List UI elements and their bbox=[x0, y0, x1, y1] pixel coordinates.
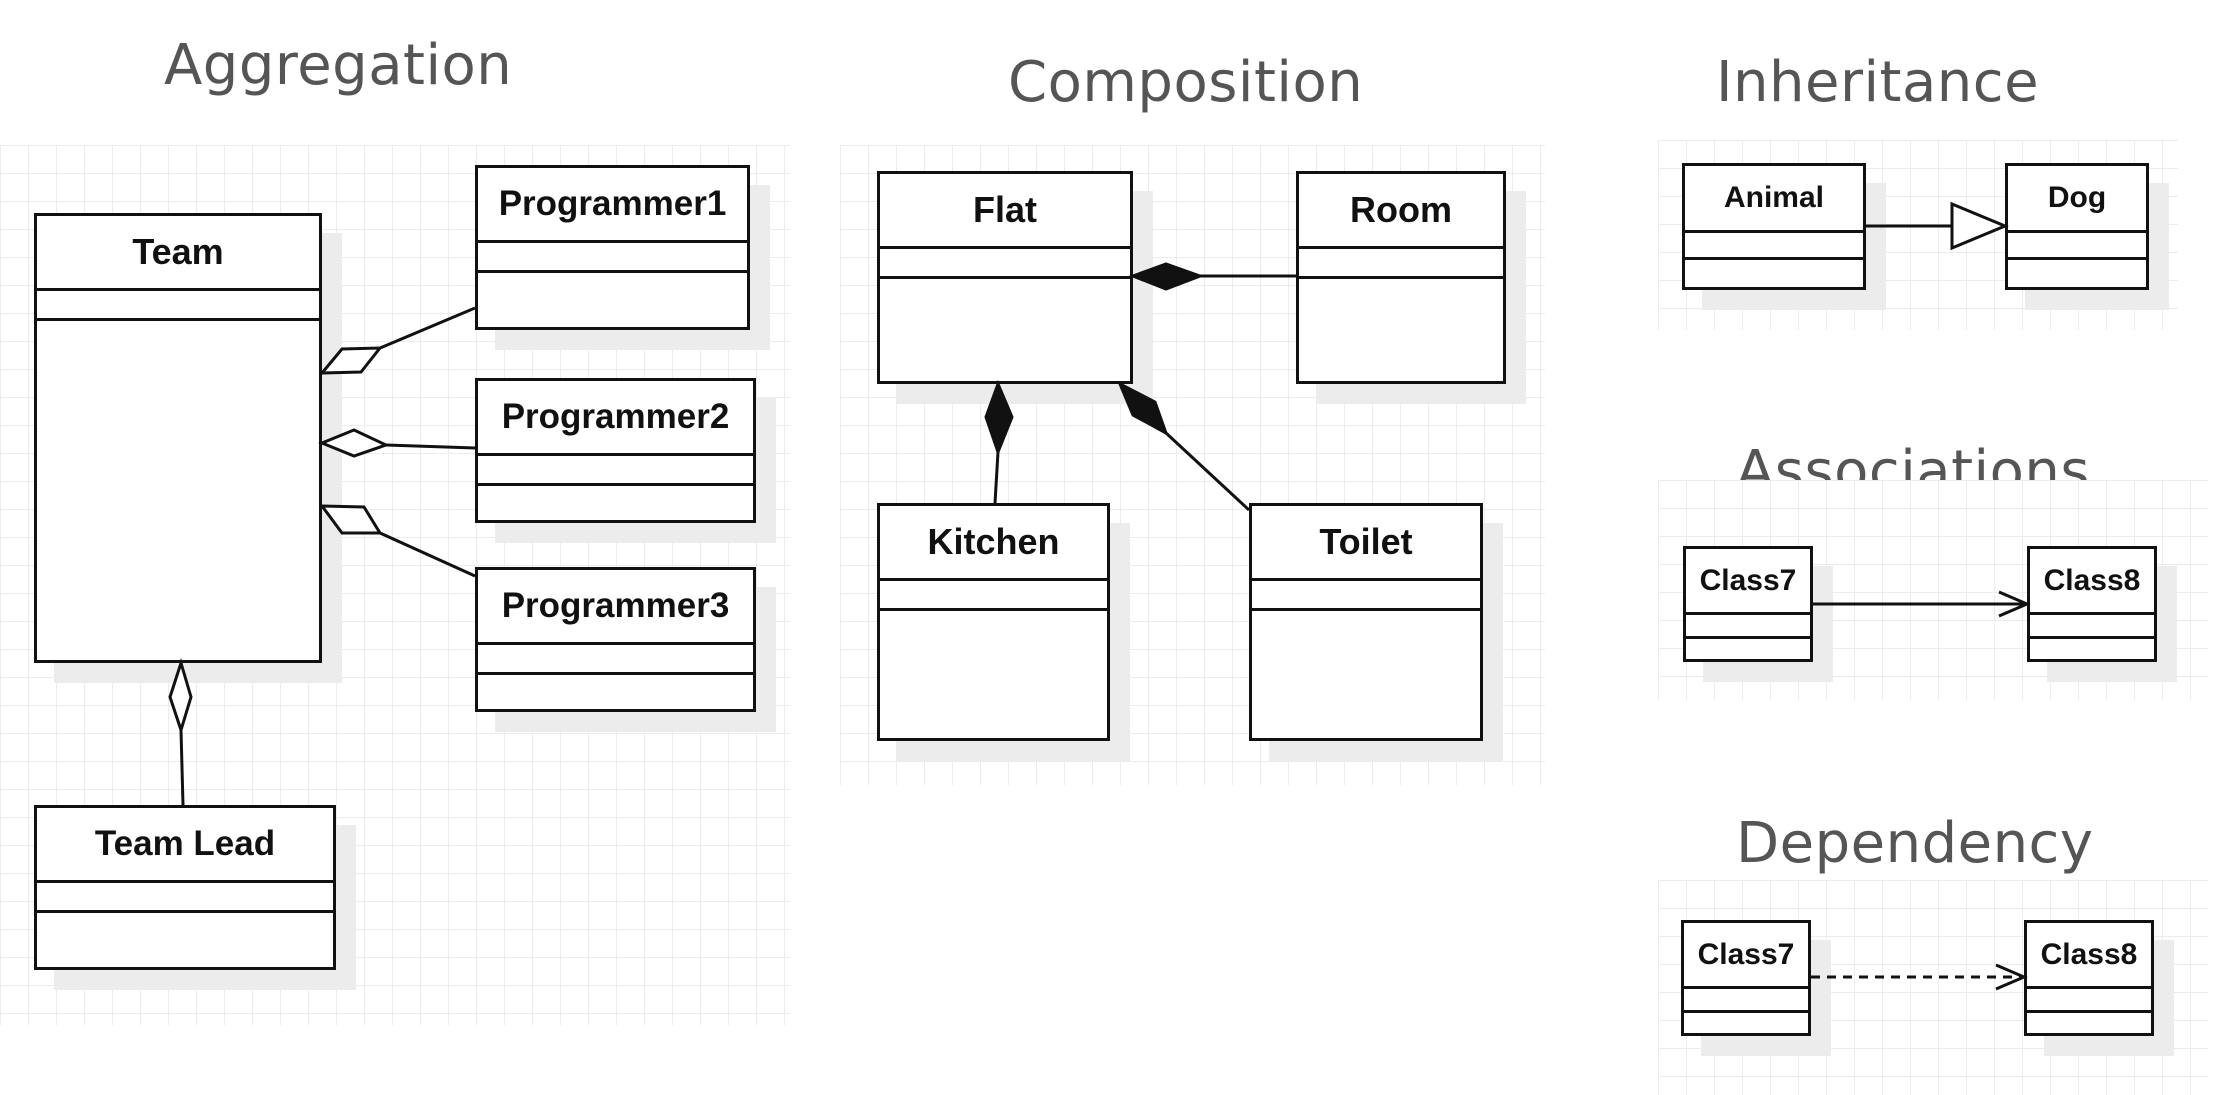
class-attributes bbox=[37, 291, 319, 321]
class-attributes bbox=[880, 581, 1107, 611]
class-association-source[interactable]: Class7 bbox=[1683, 546, 1813, 662]
class-toilet[interactable]: Toilet bbox=[1249, 503, 1483, 741]
class-dependency-target[interactable]: Class8 bbox=[2024, 920, 2154, 1036]
class-flat[interactable]: Flat bbox=[877, 171, 1133, 384]
class-attributes bbox=[478, 645, 753, 675]
class-dog[interactable]: Dog bbox=[2005, 163, 2149, 290]
class-name: Room bbox=[1299, 174, 1503, 249]
class-attributes bbox=[37, 883, 333, 913]
class-attributes bbox=[1252, 581, 1480, 611]
class-kitchen[interactable]: Kitchen bbox=[877, 503, 1110, 741]
class-attributes bbox=[1685, 233, 1863, 260]
class-name: Flat bbox=[880, 174, 1130, 249]
class-name: Class7 bbox=[1686, 549, 1810, 615]
class-programmer3[interactable]: Programmer3 bbox=[475, 567, 756, 712]
class-name: Class8 bbox=[2027, 923, 2151, 989]
class-name: Programmer2 bbox=[478, 381, 753, 456]
class-name: Team bbox=[37, 216, 319, 291]
class-attributes bbox=[1299, 249, 1503, 279]
class-name: Dog bbox=[2008, 166, 2146, 233]
class-name: Animal bbox=[1685, 166, 1863, 233]
dependency-title: Dependency bbox=[1736, 811, 2094, 876]
class-name: Toilet bbox=[1252, 506, 1480, 581]
class-name: Class7 bbox=[1684, 923, 1808, 989]
aggregation-title: Aggregation bbox=[164, 33, 513, 98]
class-room[interactable]: Room bbox=[1296, 171, 1506, 384]
class-attributes bbox=[1684, 989, 1808, 1013]
class-name: Programmer1 bbox=[478, 168, 747, 243]
class-attributes bbox=[2027, 989, 2151, 1013]
class-name: Programmer3 bbox=[478, 570, 753, 645]
class-programmer1[interactable]: Programmer1 bbox=[475, 165, 750, 330]
class-attributes bbox=[478, 243, 747, 273]
class-attributes bbox=[2008, 233, 2146, 260]
class-attributes bbox=[880, 249, 1130, 279]
class-dependency-source[interactable]: Class7 bbox=[1681, 920, 1811, 1036]
class-attributes bbox=[1686, 615, 1810, 639]
class-team[interactable]: Team bbox=[34, 213, 322, 663]
class-programmer2[interactable]: Programmer2 bbox=[475, 378, 756, 523]
class-name: Team Lead bbox=[37, 808, 333, 883]
class-association-target[interactable]: Class8 bbox=[2027, 546, 2157, 662]
class-animal[interactable]: Animal bbox=[1682, 163, 1866, 290]
inheritance-title: Inheritance bbox=[1716, 50, 2040, 115]
class-attributes bbox=[478, 456, 753, 486]
class-team-lead[interactable]: Team Lead bbox=[34, 805, 336, 970]
composition-title: Composition bbox=[1008, 50, 1364, 115]
class-name: Kitchen bbox=[880, 506, 1107, 581]
class-name: Class8 bbox=[2030, 549, 2154, 615]
class-attributes bbox=[2030, 615, 2154, 639]
